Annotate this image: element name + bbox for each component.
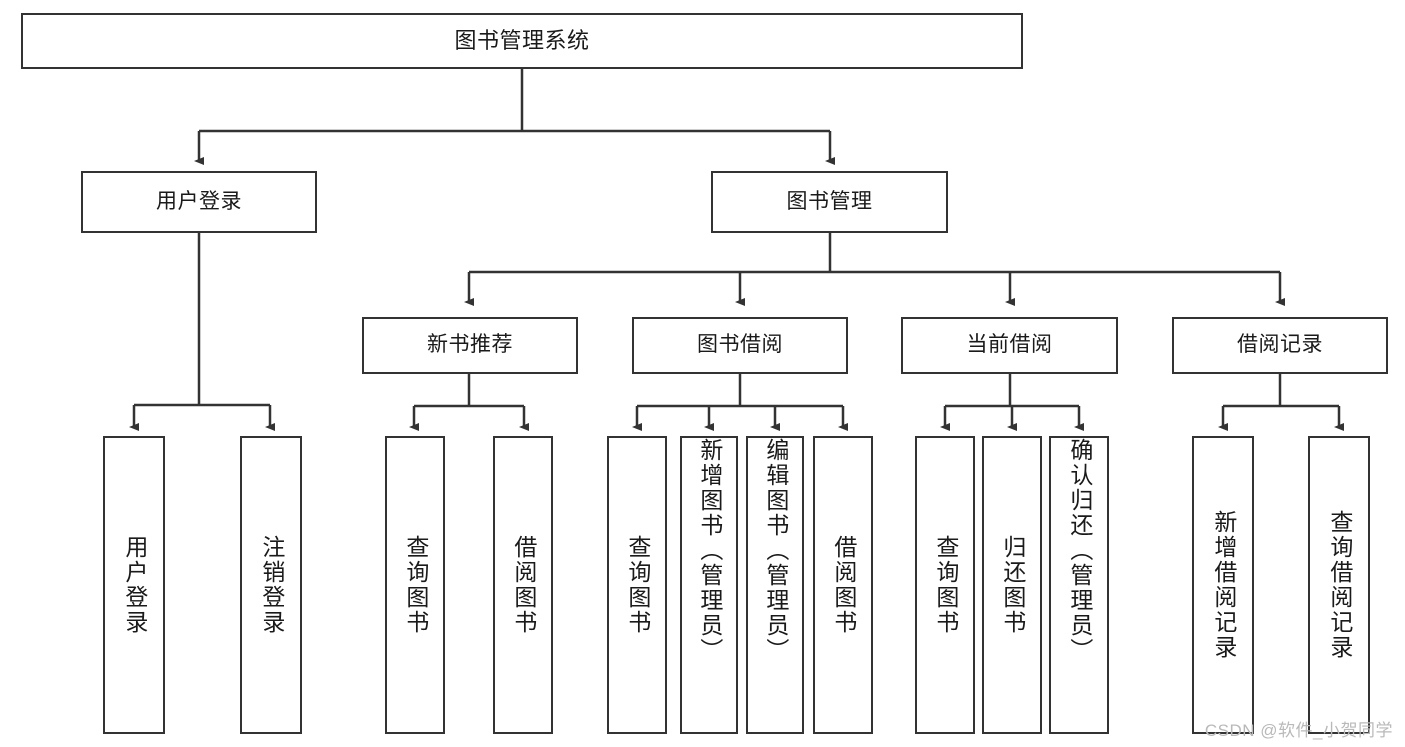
node-borrow-record[interactable]: 借阅记录 — [1172, 317, 1388, 374]
watermark: CSDN @软件_小贺同学 — [1204, 721, 1393, 740]
leaf-edit-book[interactable]: 编辑图书（管理员） — [746, 436, 804, 734]
leaf-add-book-label: 新增图书（管理员） — [696, 438, 723, 663]
leaf-query-book-1-label: 查询图书 — [402, 535, 429, 635]
leaf-logout-login-label: 注销登录 — [258, 535, 285, 635]
leaf-query-book-3[interactable]: 查询图书 — [915, 436, 975, 734]
node-root[interactable]: 图书管理系统 — [21, 13, 1023, 69]
leaf-query-book-1[interactable]: 查询图书 — [385, 436, 445, 734]
leaf-borrow-book-2[interactable]: 借阅图书 — [813, 436, 873, 734]
leaf-return-book[interactable]: 归还图书 — [982, 436, 1042, 734]
leaf-add-book[interactable]: 新增图书（管理员） — [680, 436, 738, 734]
node-book-management[interactable]: 图书管理 — [711, 171, 948, 233]
node-current-borrow[interactable]: 当前借阅 — [901, 317, 1118, 374]
node-new-book-recommend[interactable]: 新书推荐 — [362, 317, 578, 374]
leaf-borrow-book-1-label: 借阅图书 — [510, 535, 537, 635]
leaf-user-login-label: 用户登录 — [121, 535, 148, 635]
leaf-confirm-return[interactable]: 确认归还（管理员） — [1049, 436, 1109, 734]
leaf-edit-book-label: 编辑图书（管理员） — [762, 438, 789, 663]
node-borrow-record-label: 借阅记录 — [1237, 333, 1323, 357]
node-user-login[interactable]: 用户登录 — [81, 171, 317, 233]
leaf-add-record-label: 新增借阅记录 — [1210, 510, 1237, 660]
node-root-label: 图书管理系统 — [454, 28, 590, 54]
node-new-book-recommend-label: 新书推荐 — [427, 333, 513, 357]
leaf-query-record[interactable]: 查询借阅记录 — [1308, 436, 1370, 734]
node-book-management-label: 图书管理 — [786, 189, 873, 213]
node-current-borrow-label: 当前借阅 — [966, 333, 1053, 357]
node-book-borrow-label: 图书借阅 — [697, 333, 783, 357]
leaf-query-book-2-label: 查询图书 — [624, 535, 651, 635]
leaf-user-login[interactable]: 用户登录 — [103, 436, 165, 734]
leaf-confirm-return-label: 确认归还（管理员） — [1066, 438, 1093, 663]
leaf-return-book-label: 归还图书 — [999, 535, 1026, 635]
node-book-borrow[interactable]: 图书借阅 — [632, 317, 848, 374]
leaf-query-book-2[interactable]: 查询图书 — [607, 436, 667, 734]
leaf-query-book-3-label: 查询图书 — [932, 535, 959, 635]
leaf-borrow-book-2-label: 借阅图书 — [830, 535, 857, 635]
leaf-query-record-label: 查询借阅记录 — [1326, 510, 1353, 660]
leaf-add-record[interactable]: 新增借阅记录 — [1192, 436, 1254, 734]
leaf-borrow-book-1[interactable]: 借阅图书 — [493, 436, 553, 734]
leaf-logout-login[interactable]: 注销登录 — [240, 436, 302, 734]
node-user-login-label: 用户登录 — [156, 189, 242, 213]
